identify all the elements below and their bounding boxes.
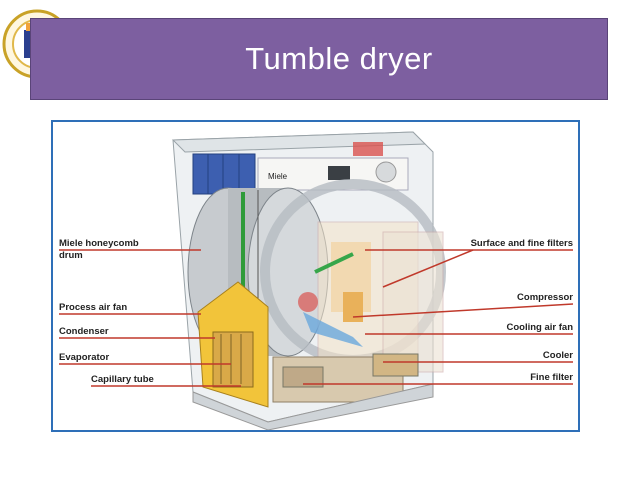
leader-compressor (352, 303, 574, 318)
label-fine-filter: Fine filter (530, 372, 573, 383)
leader-filters-2 (382, 249, 474, 288)
label-surface-fine-filters: Surface and fine filters (471, 238, 573, 249)
left-callouts: Miele honeycomb drum Process air fan Con… (59, 238, 241, 387)
heat-exchanger-unit (197, 281, 419, 408)
dryer-diagram-frame: Miele (51, 120, 580, 432)
label-drum-line1: Miele honeycomb (59, 238, 139, 249)
label-drum-line2: drum (59, 250, 83, 261)
slide-title: Tumble dryer (245, 41, 433, 76)
label-compressor: Compressor (517, 292, 573, 303)
dryer-cutaway-illustration: Miele (59, 131, 574, 430)
label-capillary-tube: Capillary tube (91, 374, 154, 385)
label-cooler: Cooler (543, 350, 573, 361)
brand-plate-label: Miele (268, 172, 288, 181)
title-banner: Tumble dryer (30, 18, 608, 100)
label-condenser: Condenser (59, 326, 109, 337)
label-cooling-air-fan: Cooling air fan (507, 322, 574, 333)
label-evaporator: Evaporator (59, 352, 109, 363)
right-callouts: Surface and fine filters Compressor Cool… (303, 238, 574, 385)
label-process-air-fan: Process air fan (59, 302, 127, 313)
